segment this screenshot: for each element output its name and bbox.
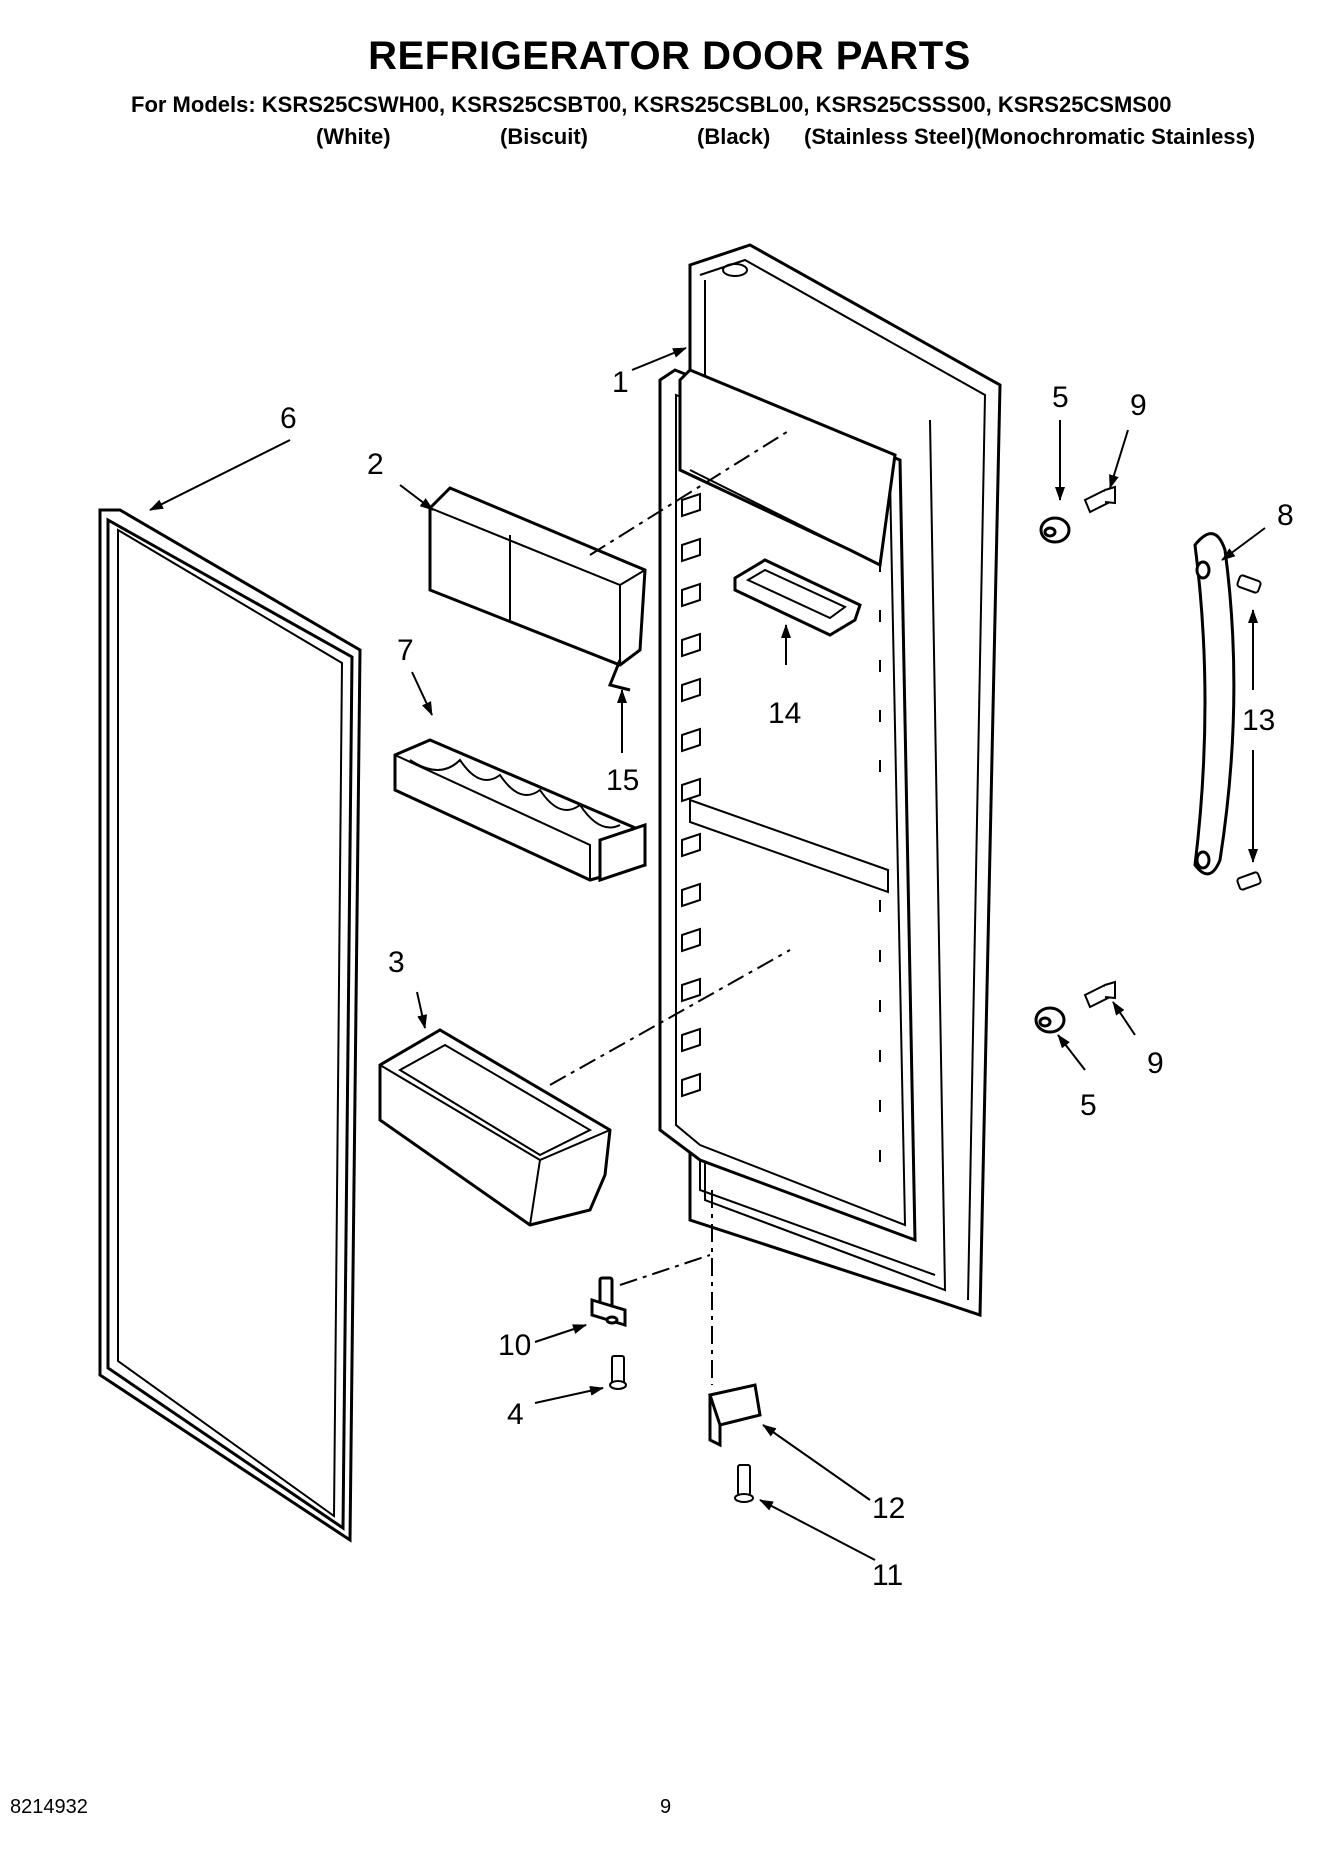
hinge-screw [609, 1355, 627, 1390]
callout-14: 14 [768, 697, 801, 730]
variant-black-stainless: (Black) [697, 124, 771, 149]
variant-white: (White) [316, 124, 391, 149]
hinge-pin [590, 1276, 627, 1328]
callout-5-upper: 5 [1052, 381, 1069, 414]
callout-7: 7 [397, 634, 414, 667]
door-handle [1193, 532, 1236, 876]
screw-upper [1083, 485, 1116, 514]
callout-3: 3 [388, 946, 405, 979]
page-title: REFRIGERATOR DOOR PARTS [368, 34, 971, 78]
callout-13: 13 [1242, 704, 1275, 737]
callout-1: 1 [612, 366, 629, 399]
handle-screw-upper [1236, 574, 1262, 594]
page-number: 9 [660, 1796, 672, 1818]
bottom-hinge-screw [734, 1464, 754, 1503]
document-number: 8214932 [10, 1796, 88, 1818]
variant-stainless-mono: (Stainless Steel)(Monochromatic Stainles… [804, 124, 1256, 149]
callout-12: 12 [872, 1492, 905, 1525]
assembly-lines [549, 429, 791, 1385]
small-tray [733, 558, 862, 637]
callout-9-upper: 9 [1130, 389, 1147, 422]
door-bin [378, 1028, 612, 1227]
callout-numbers: 1 2 3 4 5 5 6 7 8 9 9 10 11 12 13 14 15 [280, 366, 1294, 1592]
models-line: For Models: KSRS25CSWH00, KSRS25CSBT00, … [131, 92, 1172, 117]
handle-screw-lower [1236, 871, 1262, 891]
callout-4: 4 [507, 1398, 524, 1431]
callout-10: 10 [498, 1329, 531, 1362]
callout-2: 2 [367, 448, 384, 481]
door-gasket [98, 508, 362, 1543]
callout-15: 15 [606, 764, 639, 797]
screw-lower [1083, 980, 1116, 1009]
door-bin-cover [428, 486, 647, 692]
plug-lower [1034, 1006, 1066, 1034]
variant-biscuit: (Biscuit) [500, 124, 588, 149]
callout-6: 6 [280, 402, 297, 435]
leader-arrows [149, 347, 1266, 1561]
bottom-hinge-bracket [708, 1383, 762, 1448]
callout-11: 11 [872, 1559, 903, 1592]
door-liner [658, 243, 1002, 1318]
callout-9-lower: 9 [1147, 1047, 1164, 1080]
plug-upper [1039, 516, 1071, 544]
callout-5-lower: 5 [1080, 1089, 1097, 1122]
callout-8: 8 [1277, 499, 1294, 532]
egg-tray [393, 738, 647, 883]
